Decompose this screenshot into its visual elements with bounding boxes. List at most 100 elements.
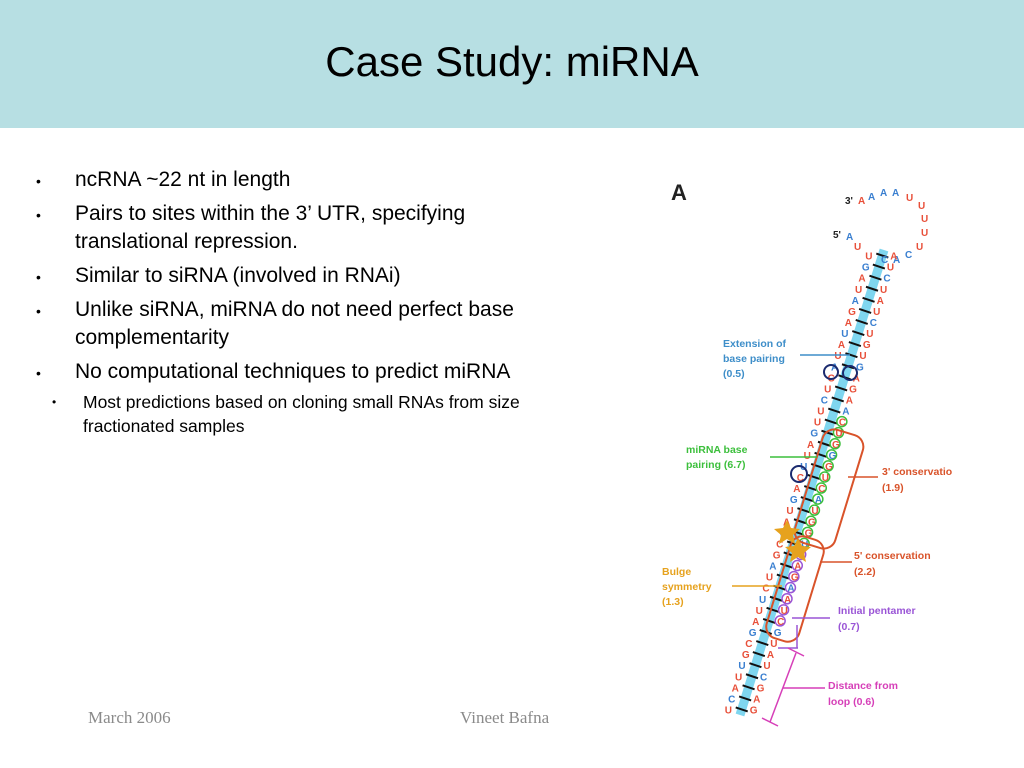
base: A: [845, 318, 852, 329]
base: U: [834, 351, 841, 362]
panel-label: A: [671, 180, 687, 205]
base: U: [766, 573, 773, 584]
base: A: [846, 232, 853, 243]
base-pair-tick: [869, 274, 882, 281]
bullet-text: Unlike siRNA, miRNA do not need perfect …: [75, 298, 514, 349]
base: U: [725, 705, 732, 716]
bullet-glyph: •: [52, 395, 57, 409]
base: U: [841, 329, 848, 340]
base: U: [880, 285, 887, 296]
hairpin-diagram: A 3' A A A A U U U U U C A C 5' A U UGAU…: [662, 180, 952, 727]
base: C: [797, 473, 804, 484]
base-pair-tick: [793, 518, 807, 525]
three-prime-label: 3': [845, 196, 853, 207]
annotation-pentamer-score: (0.7): [838, 621, 860, 633]
base: A: [784, 595, 791, 606]
highlight-circle: [825, 449, 838, 461]
base: U: [865, 252, 872, 263]
highlight-circle: [829, 438, 841, 450]
base-pair-tick: [865, 285, 879, 292]
annotation-pentamer-title: Initial pentamer: [838, 605, 916, 617]
slide-title: Case Study: miRNA: [325, 38, 699, 85]
bullet-item: • Pairs to sites within the 3’ UTR, spec…: [36, 200, 536, 256]
base-pair-tick: [834, 385, 848, 392]
base-pair-tick: [807, 474, 821, 480]
base-pair-tick: [872, 263, 886, 270]
base: A: [787, 584, 794, 595]
base-pair-tick: [769, 595, 783, 602]
base: U: [735, 672, 742, 683]
base: C: [883, 274, 890, 285]
base: G: [790, 495, 798, 506]
highlight-circle: [815, 482, 828, 494]
base-pair-tick: [735, 706, 749, 713]
base: G: [774, 628, 782, 639]
base: A: [846, 395, 853, 406]
base: A: [752, 617, 759, 628]
base: G: [829, 451, 837, 462]
base: G: [749, 628, 757, 639]
base: G: [810, 429, 818, 440]
footer-date: March 2006: [88, 708, 171, 727]
base-pair-tick: [851, 330, 865, 336]
bullet-text: No computational techniques to predict m…: [75, 360, 511, 383]
bullet-text: ncRNA ~22 nt in length: [75, 168, 291, 191]
base: A: [767, 650, 774, 661]
base: G: [750, 705, 758, 716]
base-pair-tick: [752, 651, 766, 658]
highlight-circle: [836, 415, 848, 428]
base: A: [769, 562, 776, 573]
base: C: [728, 694, 735, 705]
base-pair-tick: [797, 507, 810, 514]
base: G: [862, 263, 870, 274]
highlight-circle: [774, 615, 786, 627]
base: A: [794, 562, 801, 573]
base-pair-tick: [855, 319, 869, 325]
base: U: [817, 407, 824, 418]
base: G: [849, 384, 857, 395]
base-pair-tick: [848, 341, 862, 348]
base-pair-tick: [749, 662, 762, 669]
base: U: [811, 506, 818, 517]
base-pair-tick: [862, 296, 875, 303]
base: C: [905, 250, 912, 261]
base-pair-tick: [738, 695, 752, 702]
base-pair-tick: [779, 562, 793, 569]
base: A: [853, 373, 860, 384]
mismatch-circle: [842, 365, 858, 381]
base: U: [824, 384, 831, 395]
base: G: [808, 517, 816, 528]
base: G: [863, 340, 871, 351]
annotation-extension-title: Extension of: [723, 338, 787, 350]
five-prime-label: 5': [833, 230, 841, 241]
distance-arrow: [787, 647, 805, 657]
base: U: [859, 351, 866, 362]
base: U: [873, 307, 880, 318]
base-pair-tick: [824, 418, 838, 425]
title-bar: [0, 0, 1024, 128]
bullet-item: • No computational techniques to predict…: [36, 358, 536, 386]
base-pair-tick: [817, 440, 831, 447]
base: U: [770, 639, 777, 650]
base: A: [858, 274, 865, 285]
base-pair-tick: [762, 617, 776, 624]
sub-bullet-item: • Most predictions based on cloning smal…: [0, 390, 536, 438]
base: C: [870, 318, 877, 329]
base: A: [852, 296, 859, 307]
annotation-3prime-title: 3' conservatio: [882, 466, 952, 478]
right-strand-bases: AUCUAUCUGUGAGAACUGGGUCAUGGUUAGAAUCGUAUCG…: [750, 252, 898, 717]
annotation-bulge-score: (1.3): [662, 596, 684, 608]
base: C: [839, 418, 846, 429]
base: C: [818, 484, 825, 495]
annotation-5prime-title: 5' conservation: [854, 550, 931, 562]
base: C: [762, 584, 769, 595]
base: U: [756, 606, 763, 617]
base-pair-tick: [803, 485, 817, 491]
base-pair-tick: [831, 396, 845, 403]
stem-line: [735, 248, 889, 717]
annotation-labels: Extension of base pairing (0.5) miRNA ba…: [662, 338, 952, 708]
annotation-mirna-title2: pairing (6.7): [686, 459, 746, 471]
base: U: [921, 228, 928, 239]
highlight-circle: [788, 570, 800, 583]
annotation-3prime-score: (1.9): [882, 482, 904, 494]
